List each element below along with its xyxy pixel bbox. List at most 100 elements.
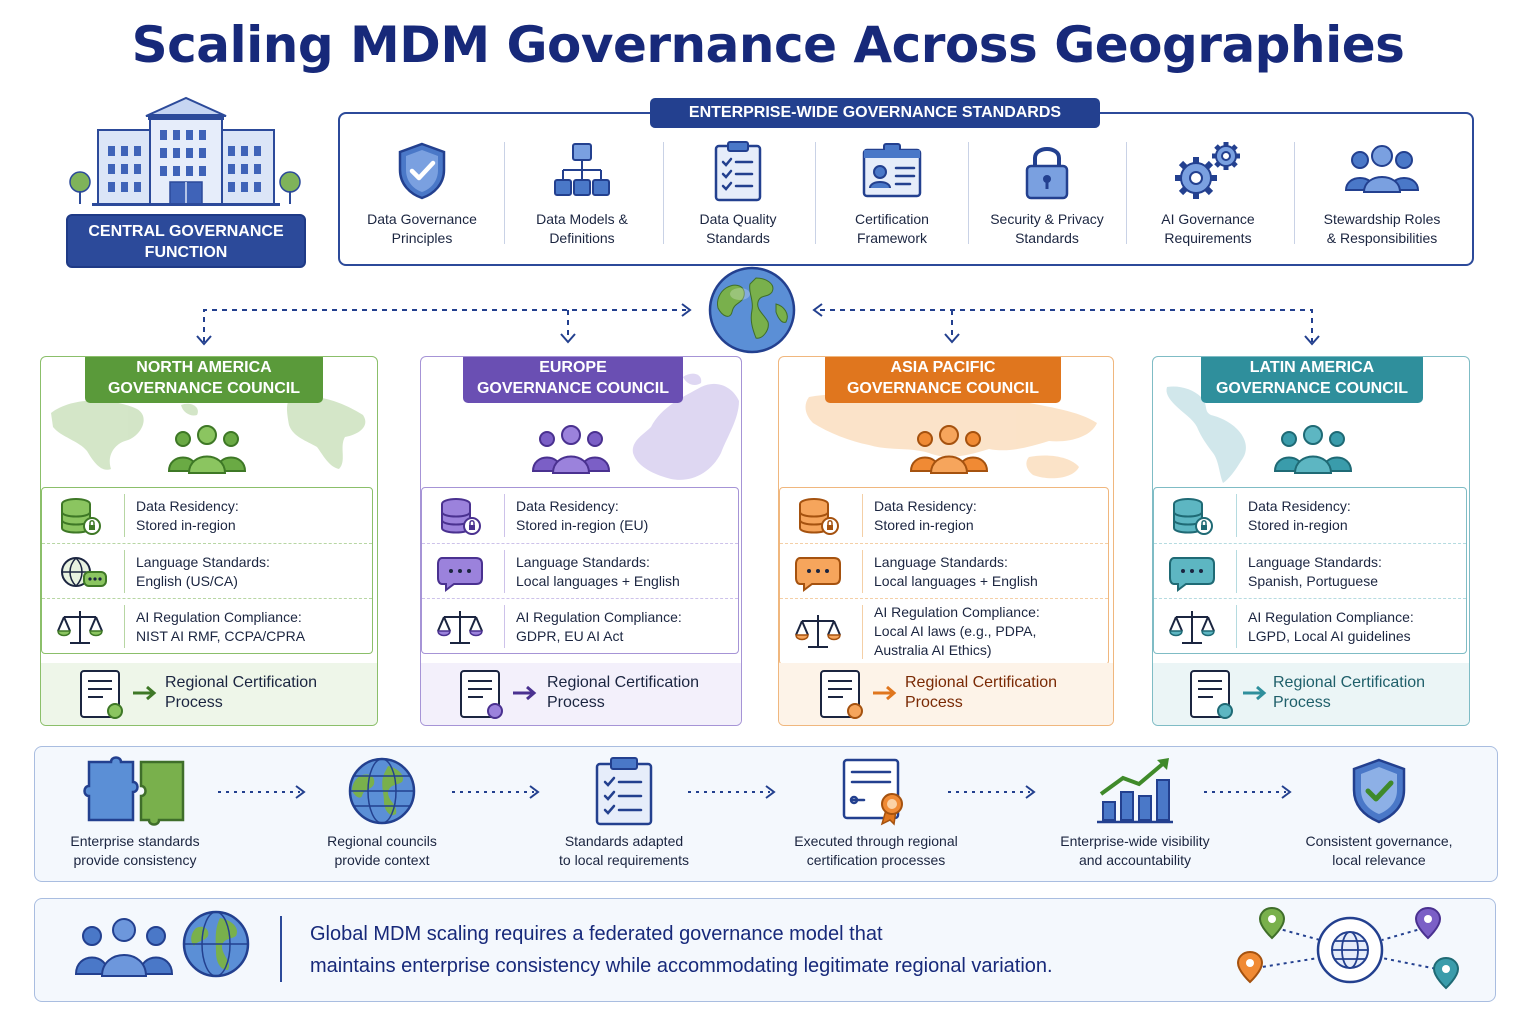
requirement-data-residency: Data Residency: Stored in-region [42, 488, 372, 543]
certification-title: Regional Certification [165, 674, 318, 691]
region-latin-america: LATIN AMERICA GOVERNANCE COUNCIL Data Re… [1152, 356, 1470, 726]
requirement-title: Language Standards: [136, 554, 270, 570]
divider [862, 605, 863, 659]
requirement-value: GDPR, EU AI Act [516, 628, 624, 644]
divider [124, 550, 125, 593]
divider [504, 494, 505, 537]
requirement-ai-regulation: AI Regulation Compliance:LGPD, Local AI … [1154, 598, 1466, 653]
checklist-clipboard-icon [714, 141, 762, 202]
people-icon [531, 425, 611, 474]
requirement-data-residency: Data Residency:Stored in-region (EU) [422, 488, 738, 543]
people-icon [167, 425, 247, 474]
standard-label: Stewardship Roles [1323, 211, 1441, 227]
flow-label: Enterprise standards [70, 833, 200, 849]
requirement-title: Data Residency: [874, 498, 977, 514]
requirement-value: English (US/CA) [136, 573, 238, 589]
divider [504, 605, 505, 648]
people-globe-icon [74, 910, 250, 978]
region-council-label: GOVERNANCE COUNCIL [476, 380, 669, 397]
requirement-text: AI Regulation Compliance:Local AI laws (… [874, 603, 1040, 660]
requirement-value: Local AI laws (e.g., PDPA, [874, 623, 1037, 639]
requirement-title: Language Standards: [1248, 554, 1382, 570]
divider [504, 550, 505, 593]
requirement-text: Data Residency:Stored in-region (EU) [516, 497, 648, 535]
region-council-badge: NORTH AMERICA GOVERNANCE COUNCIL [85, 357, 323, 403]
europe-map-illustration [632, 373, 739, 480]
certificate-arrow-icon [460, 670, 537, 719]
scales-icon [437, 611, 483, 644]
flow-label: and accountability [1078, 852, 1192, 868]
requirement-value: Stored in-region [874, 517, 974, 533]
certification-title: Regional Certification [547, 674, 700, 691]
requirement-data-residency: Data Residency: Stored in-region [780, 488, 1108, 543]
standard-label: AI Governance [1161, 211, 1255, 227]
requirement-text: Language Standards: Spanish, Portuguese [1248, 553, 1382, 591]
requirement-value: Local languages + English [874, 573, 1038, 589]
dotted-arrow [218, 785, 306, 799]
region-requirements: Data Residency:Stored in-region Language… [779, 487, 1109, 665]
flow-label: to local requirements [559, 852, 689, 868]
divider [1236, 605, 1237, 648]
standard-stewardship-roles: Stewardship Roles & Responsibilities [1304, 140, 1460, 250]
hierarchy-icon [554, 143, 610, 196]
requirement-title: AI Regulation Compliance: [516, 609, 682, 625]
requirement-ai-regulation: AI Regulation Compliance:NIST AI RMF, CC… [42, 598, 372, 653]
chat-bubble-icon [1169, 557, 1215, 592]
region-council-badge: LATIN AMERICA GOVERNANCE COUNCIL [1201, 357, 1423, 403]
standard-label: & Responsibilities [1326, 230, 1438, 246]
dotted-arrow [452, 785, 540, 799]
divider [663, 142, 664, 244]
certification-subtitle: Process [547, 694, 605, 711]
standard-label: Data Governance [367, 211, 477, 227]
divider [815, 142, 816, 244]
requirement-text: AI Regulation Compliance:LGPD, Local AI … [1248, 608, 1414, 646]
latin-america-map-illustration [1166, 386, 1246, 483]
connector-arrows [196, 303, 1320, 346]
shield-check-icon [398, 142, 446, 200]
certification-title: Regional Certification [905, 674, 1058, 691]
requirement-data-residency: Data Residency:Stored in-region [1154, 488, 1466, 543]
flow-label: Executed through regional [794, 833, 958, 849]
divider [124, 605, 125, 648]
requirement-text: Data Residency:Stored in-region [1248, 497, 1351, 535]
requirement-language: Language Standards: Spanish, Portuguese [1154, 543, 1466, 598]
requirement-value: Spanish, Portuguese [1248, 573, 1378, 589]
summary-line: Global MDM scaling requires a federated … [310, 923, 883, 945]
requirement-language: Language Standards: Local languages + Eng… [422, 543, 738, 598]
region-requirements: Data Residency: Stored in-region Language… [41, 487, 373, 654]
certificate-icon [842, 758, 903, 826]
region-requirements: Data Residency:Stored in-region Language… [1153, 487, 1467, 654]
requirement-value: Stored in-region [1248, 517, 1348, 533]
divider [504, 142, 505, 244]
requirement-value: NIST AI RMF, CCPA/CPRA [136, 628, 306, 644]
requirement-language: Language Standards: English (US/CA) [42, 543, 372, 598]
puzzle-icon [83, 756, 185, 826]
certification-subtitle: Process [1273, 694, 1331, 711]
requirement-value: Local languages + English [516, 573, 680, 589]
divider [862, 550, 863, 593]
requirement-title: Data Residency: [136, 498, 239, 514]
requirement-value: Stored in-region [136, 517, 236, 533]
database-lock-icon [799, 498, 839, 535]
enterprise-standards-header: ENTERPRISE-WIDE GOVERNANCE STANDARDS [650, 98, 1100, 128]
requirement-text: Data Residency: Stored in-region [874, 497, 977, 535]
certification-subtitle: Process [165, 694, 223, 711]
region-council-label: GOVERNANCE COUNCIL [1215, 380, 1408, 397]
summary-text: Global MDM scaling requires a federated … [310, 918, 1190, 982]
people-icon [1273, 425, 1353, 474]
region-council-label: GOVERNANCE COUNCIL [107, 380, 300, 397]
id-card-icon [862, 143, 922, 198]
region-name: LATIN AMERICA [1249, 359, 1375, 376]
central-governance-label: CENTRAL GOVERNANCE FUNCTION [66, 214, 306, 268]
flow-label: Regional councils [327, 833, 437, 849]
globe-chat-icon [61, 557, 107, 588]
requirement-title: Language Standards: [516, 554, 650, 570]
database-lock-icon [1173, 498, 1213, 535]
world-map-illustration [51, 395, 366, 470]
divider [862, 494, 863, 537]
